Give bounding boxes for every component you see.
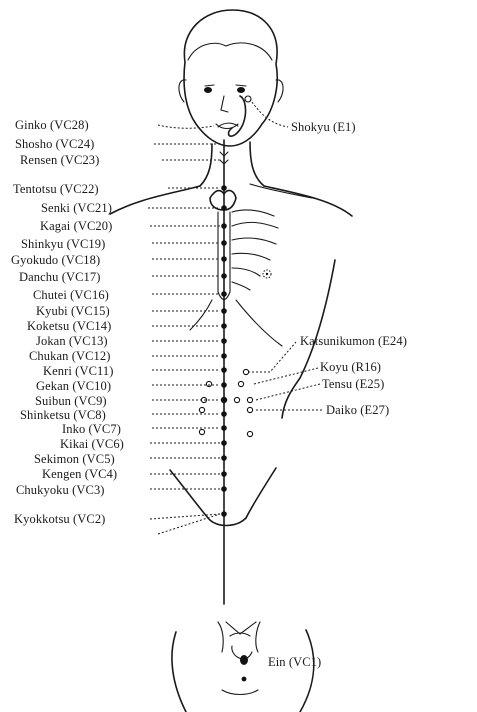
- label-ginko: Ginko (VC28): [15, 118, 89, 132]
- label-tensu: Tensu (E25): [322, 377, 384, 391]
- label-sekimon: Sekimon (VC5): [34, 452, 115, 466]
- label-kyubi: Kyubi (VC15): [36, 304, 110, 318]
- label-senki: Senki (VC21): [41, 201, 112, 215]
- label-shinketsu: Shinketsu (VC8): [20, 408, 106, 422]
- label-gyokudo: Gyokudo (VC18): [11, 253, 100, 267]
- label-ein: Ein (VC1): [268, 655, 321, 669]
- label-katsunikumon: Katsunikumon (E24): [300, 334, 407, 348]
- label-daiko: Daiko (E27): [326, 403, 389, 417]
- label-chutei: Chutei (VC16): [33, 288, 109, 302]
- leader-lines: [148, 102, 322, 534]
- left-labels: Ginko (VC28) Shosho (VC24) Rensen (VC23)…: [11, 118, 124, 526]
- label-shinkyu: Shinkyu (VC19): [21, 237, 105, 251]
- label-chukyoku: Chukyoku (VC3): [16, 483, 105, 497]
- label-kenri: Kenri (VC11): [43, 364, 114, 378]
- label-inko: Inko (VC7): [62, 422, 121, 436]
- label-koyu: Koyu (R16): [320, 360, 381, 374]
- label-tentotsu: Tentotsu (VC22): [13, 182, 99, 196]
- label-chukan: Chukan (VC12): [29, 349, 111, 363]
- label-rensen: Rensen (VC23): [20, 153, 99, 167]
- label-kagai: Kagai (VC20): [40, 219, 112, 233]
- label-danchu: Danchu (VC17): [19, 270, 101, 284]
- label-shosho: Shosho (VC24): [15, 137, 94, 151]
- label-gekan: Gekan (VC10): [36, 379, 111, 393]
- label-koketsu: Koketsu (VC14): [27, 319, 111, 333]
- label-kyokkotsu: Kyokkotsu (VC2): [14, 512, 105, 526]
- label-jokan: Jokan (VC13): [36, 334, 108, 348]
- label-kikai: Kikai (VC6): [60, 437, 124, 451]
- label-kengen: Kengen (VC4): [42, 467, 117, 481]
- body-outline: [110, 10, 352, 604]
- midline-points: [199, 96, 252, 517]
- label-shokyu: Shokyu (E1): [291, 120, 356, 134]
- label-suibun: Suibun (VC9): [35, 394, 107, 408]
